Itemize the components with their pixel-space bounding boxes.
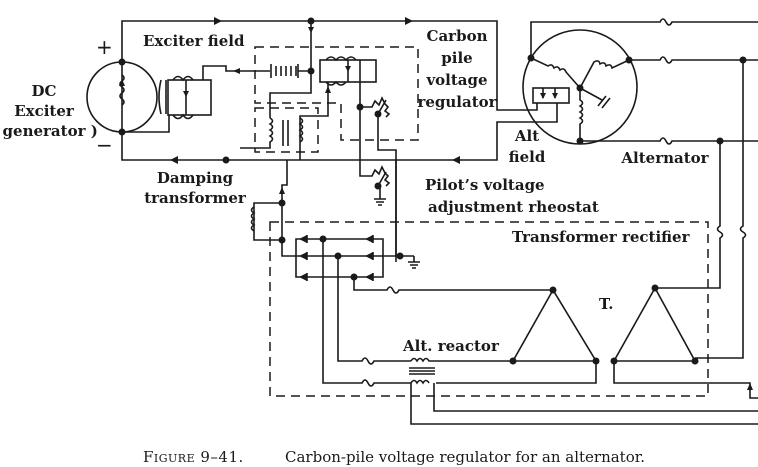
alt-field-label-2: field [509, 148, 546, 166]
phase-line-b [629, 56, 758, 64]
figure-number: Figure 9–41. [143, 448, 244, 466]
transformer-rectifier-label: Transformer rectifier [512, 228, 691, 246]
carbon-pile-label-1: Carbon [427, 27, 488, 45]
rectifier-line-1 [353, 277, 553, 294]
alt-field-label-1: Alt [514, 127, 539, 145]
rectifier-line-3 [322, 239, 411, 387]
damping-transformer-box [254, 107, 319, 153]
rectifier-bridge [281, 160, 420, 281]
dc-exciter-label-3: ( generator ) [0, 122, 98, 140]
damping-label-2: transformer [144, 189, 247, 207]
t-label: T. [599, 295, 613, 313]
phase-line-a [530, 18, 758, 58]
pilot-label-2: adjustment rheostat [428, 198, 599, 216]
regulator-rheostat [356, 96, 397, 262]
dc-exciter-label-2: Exciter [14, 102, 75, 120]
carbon-pile [242, 21, 315, 118]
damping-transformer [240, 117, 304, 240]
exciter-field-coil [122, 65, 242, 133]
wire-bottom [121, 121, 537, 161]
alternator-label: Alternator [620, 149, 709, 167]
transformer-rectifier-box [269, 221, 709, 397]
delta-transformer-right [610, 284, 758, 399]
exciter-field-label: Exciter field [143, 32, 245, 50]
delta-transformer-left [436, 286, 600, 384]
damping-label-1: Damping [157, 169, 234, 187]
regulator-box [254, 46, 419, 141]
pilot-label-1: Pilot’s voltage [425, 176, 545, 194]
wire-top [121, 20, 524, 111]
carbon-pile-label-4: regulator [417, 93, 497, 111]
carbon-pile-label-3: voltage [425, 71, 487, 89]
figure-caption: Carbon-pile voltage regulator for an alt… [285, 448, 645, 466]
damping-secondary [250, 187, 286, 244]
rectifier-line-2 [337, 256, 411, 365]
alt-reactor-label: Alt. reactor [402, 337, 500, 355]
alt-reactor [409, 357, 758, 425]
carbon-pile-label-2: pile [441, 49, 472, 67]
alternator [522, 29, 638, 145]
dc-exciter-label: DC [32, 82, 57, 100]
plus-label: + [96, 35, 113, 59]
pilot-rheostat [359, 160, 391, 206]
minus-label: − [96, 133, 113, 157]
phase-line-c [580, 137, 758, 145]
